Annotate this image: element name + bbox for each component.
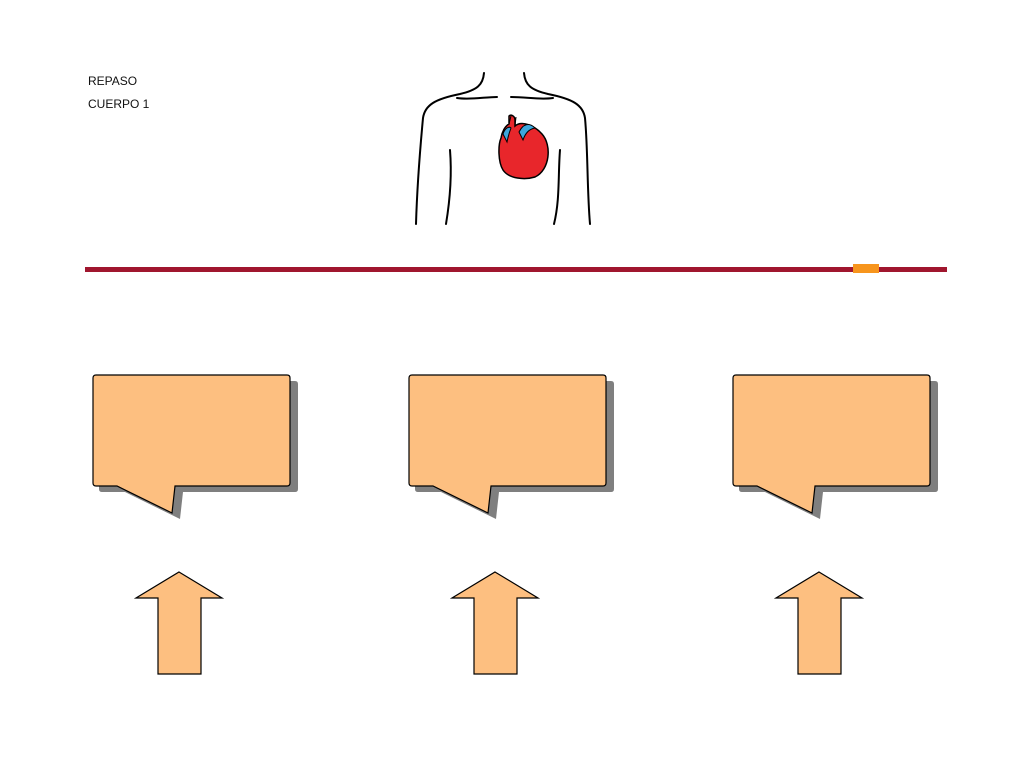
title-repaso: REPASO [88,74,138,88]
up-arrow-icon [774,571,864,675]
speech-bubble-2 [408,374,614,519]
torso-outline [415,72,591,225]
torso-heart-illustration [415,72,591,225]
up-arrow-icon [450,571,540,675]
divider-line [85,267,947,272]
speech-bubble-3 [732,374,938,519]
speech-bubble-1 [92,374,298,519]
slide-header: REPASO CUERPO 1 [88,70,149,116]
divider-marker [853,264,879,273]
up-arrow-icon [134,571,224,675]
title-cuerpo: CUERPO 1 [88,97,150,111]
heart-icon [498,114,549,180]
